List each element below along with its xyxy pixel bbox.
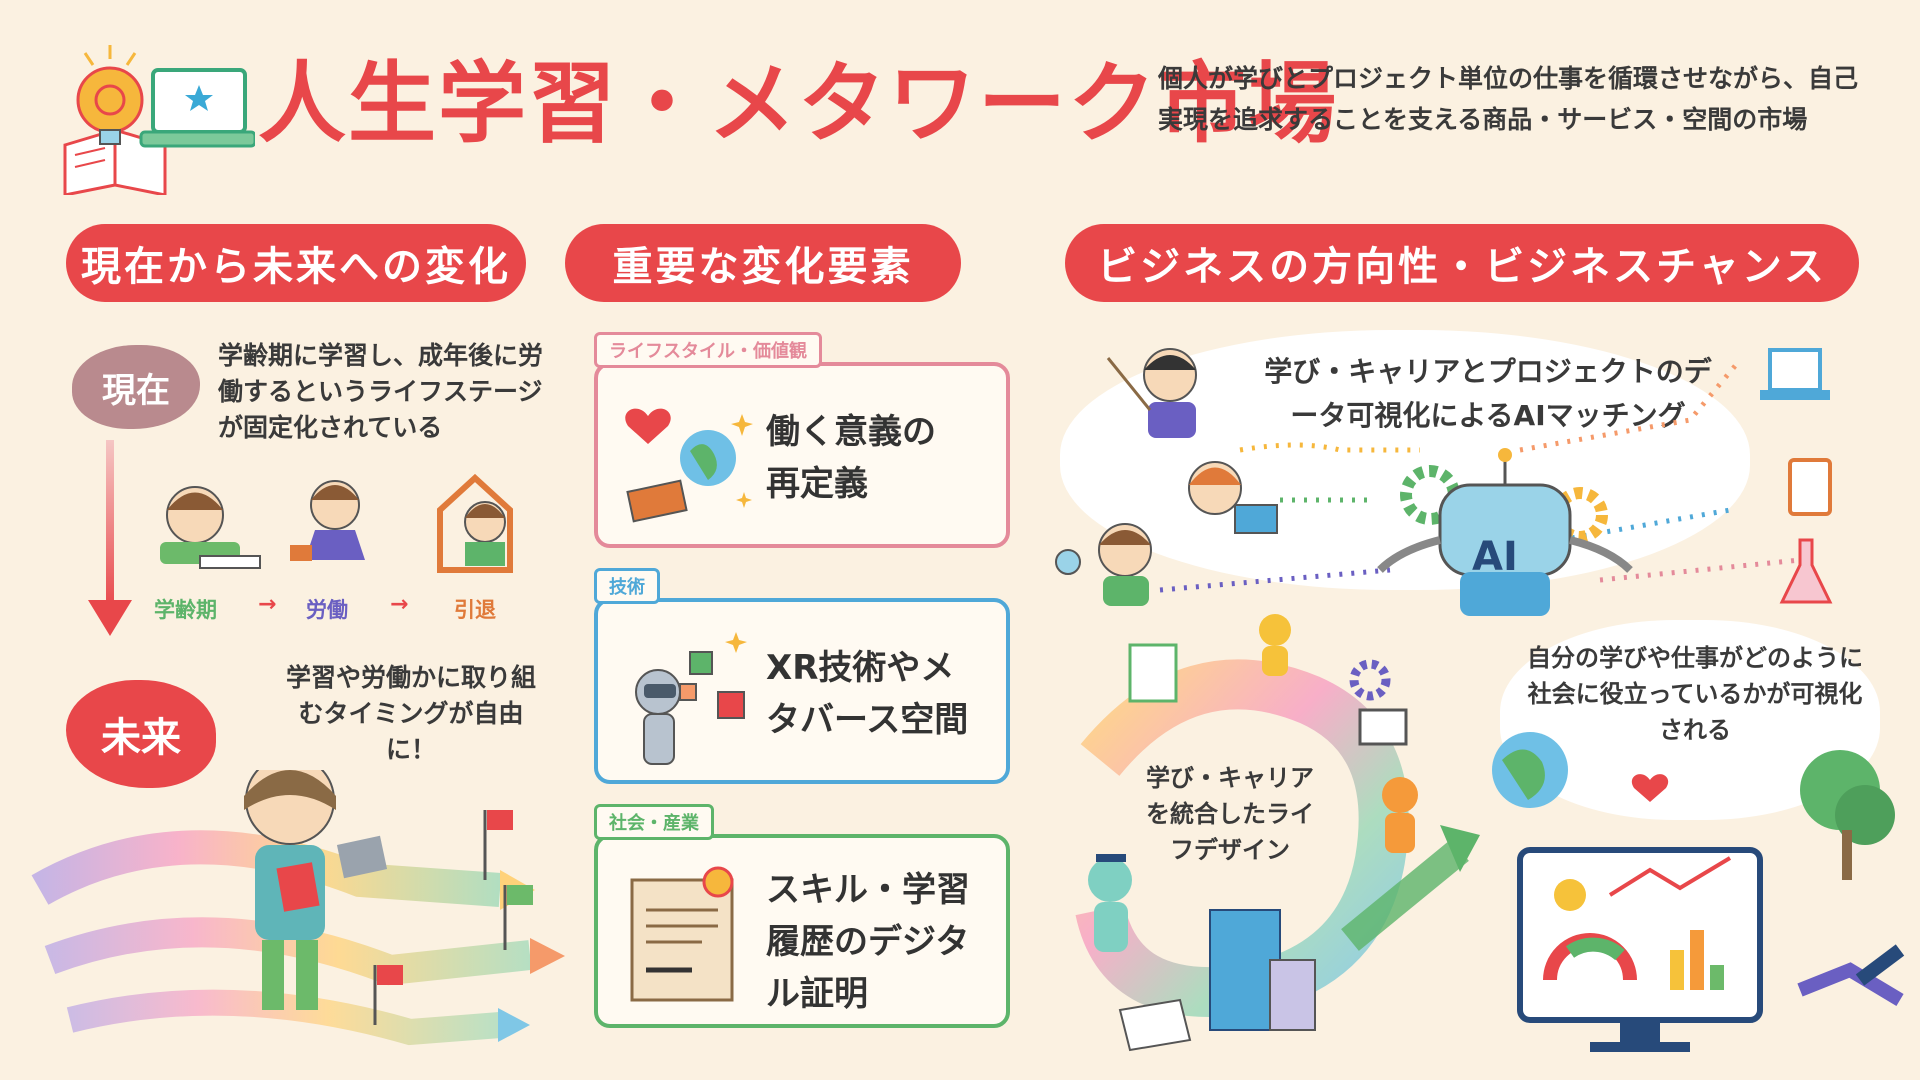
banner-business: ビジネスの方向性・ビジネスチャンス	[1065, 224, 1859, 302]
visualize-illustration	[1470, 720, 1920, 1070]
certificate-icon	[622, 860, 752, 1014]
lifedesign-text: 学び・キャリアを統合したライフデザイン	[1146, 764, 1314, 864]
stage-retire: 引退	[454, 598, 496, 622]
element-tag-society: 社会・産業	[594, 804, 714, 840]
stage-work: 労働	[306, 598, 348, 622]
element-text-society: スキル・学習履歴のデジタル証明	[766, 870, 970, 1014]
element-tag-tech: 技術	[594, 568, 660, 604]
page-subtitle: 個人が学びとプロジェクト単位の仕事を循環させながら、自己実現を追求することを支え…	[1158, 64, 1859, 134]
banner-elements: 重要な変化要素	[565, 224, 961, 302]
future-label: 未来	[66, 680, 216, 788]
lifestyle-icons	[618, 396, 758, 530]
ai-label: AI	[1472, 534, 1518, 580]
life-stage-illustration	[140, 460, 540, 580]
present-label: 現在	[72, 345, 200, 429]
future-paths-illustration	[30, 755, 570, 1070]
logo-illustration	[55, 35, 257, 197]
element-text-lifestyle: 働く意義の再定義	[766, 412, 936, 504]
down-arrow	[80, 440, 140, 640]
xr-icon	[618, 622, 758, 776]
element-card-tech: 技術 XR技術やメタバース空間	[594, 568, 1010, 784]
stage-arrow-1: →	[258, 592, 277, 617]
matching-text: 学び・キャリアとプロジェクトのデータ可視化によるAIマッチング	[1264, 355, 1712, 432]
stage-school: 学齢期	[154, 598, 217, 622]
page-title: 人生学習・メタワーク市場	[258, 52, 1339, 155]
element-text-tech: XR技術やメタバース空間	[766, 648, 969, 740]
element-tag-lifestyle: ライフスタイル・価値観	[594, 332, 822, 368]
visualize-text: 自分の学びや仕事がどのように社会に役立っているかが可視化される	[1527, 644, 1863, 744]
stage-arrow-2: →	[390, 592, 409, 617]
element-card-society: 社会・産業 スキル・学習履歴のデジタル証明	[594, 804, 1010, 1028]
future-text: 学習や労働かに取り組むタイミングが自由に！	[285, 663, 536, 764]
banner-change: 現在から未来への変化	[66, 224, 526, 302]
lifedesign-illustration	[1060, 610, 1480, 1070]
ai-matching-illustration	[1040, 340, 1900, 640]
present-text: 学齢期に学習し、成年後に労働するというライフステージが固定化されている	[218, 341, 544, 442]
element-card-lifestyle: ライフスタイル・価値観 働く意義の再定義	[594, 332, 1010, 548]
